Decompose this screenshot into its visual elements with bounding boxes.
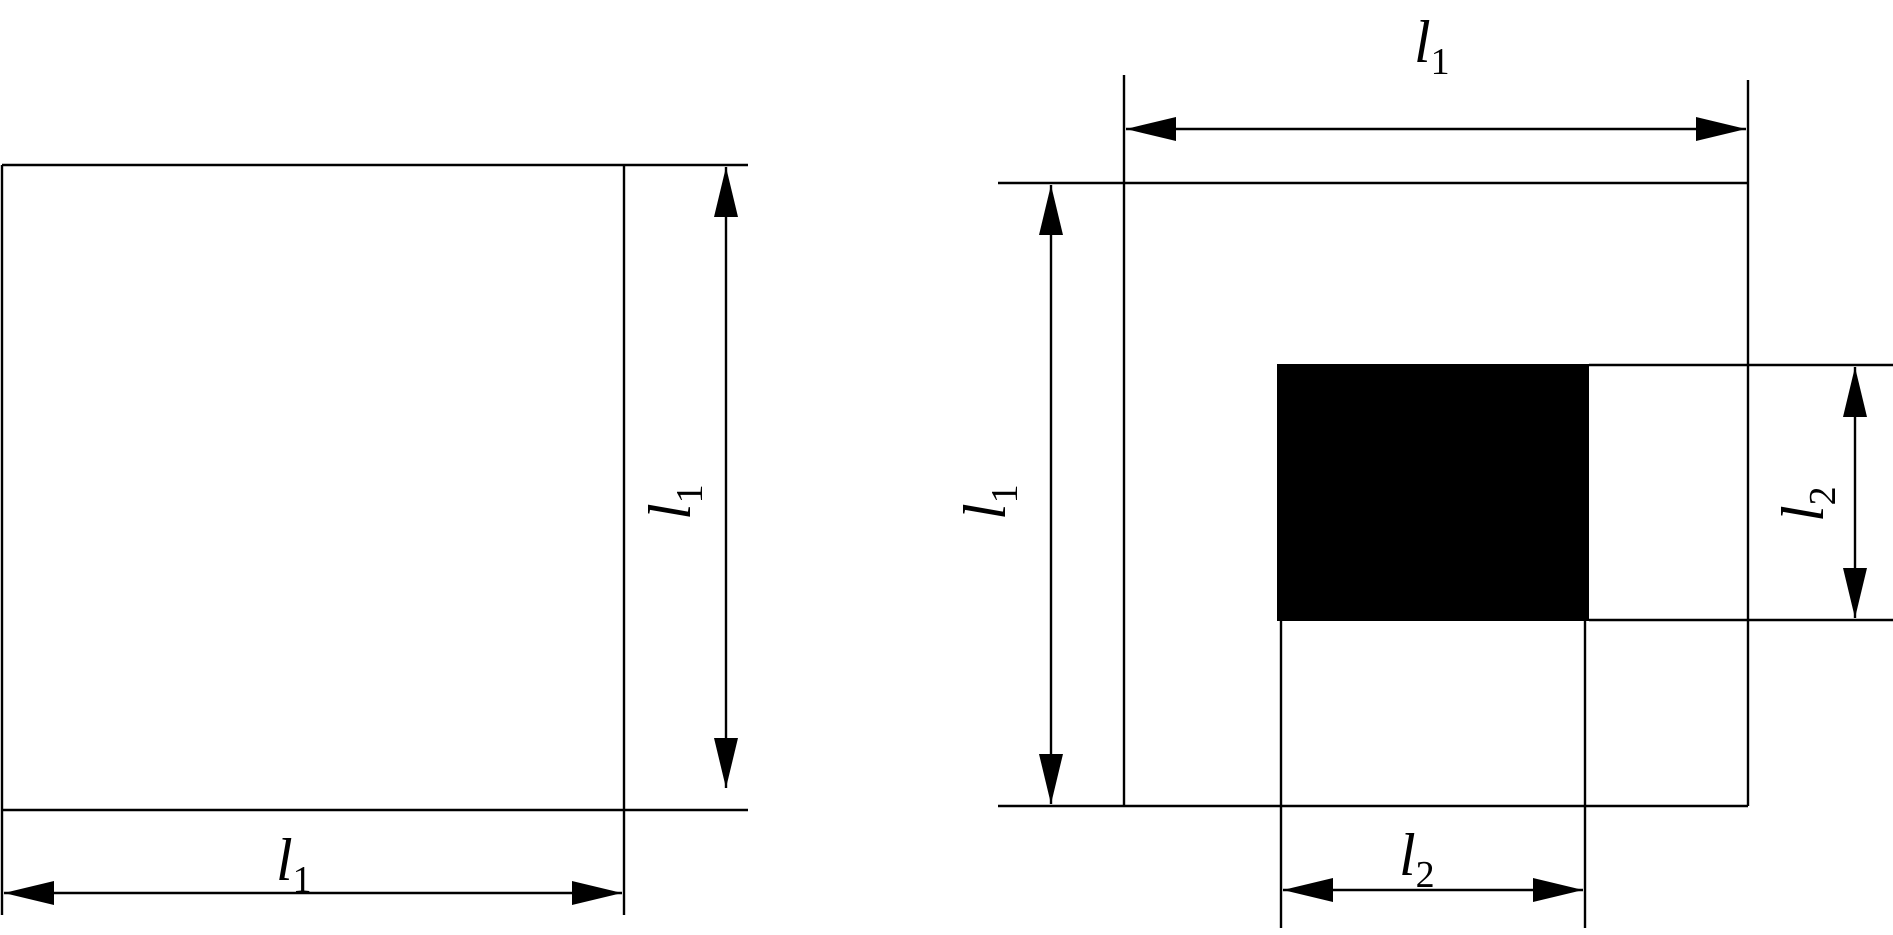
right-l2-horizontal-label: l2 [1399,822,1435,896]
right-l2-vertical-label: l2 [1770,486,1844,522]
inner-filled-square [1277,364,1589,621]
right-left-l1-label: l1 [952,484,1026,520]
left-figure: l1 l1 [0,163,748,915]
right-figure: l1 l1 l2 l2 [952,9,1893,928]
left-vertical-dimension-label: l1 [637,484,711,520]
left-horizontal-dimension-label: l1 [276,827,312,901]
right-top-l1-label: l1 [1414,9,1450,83]
